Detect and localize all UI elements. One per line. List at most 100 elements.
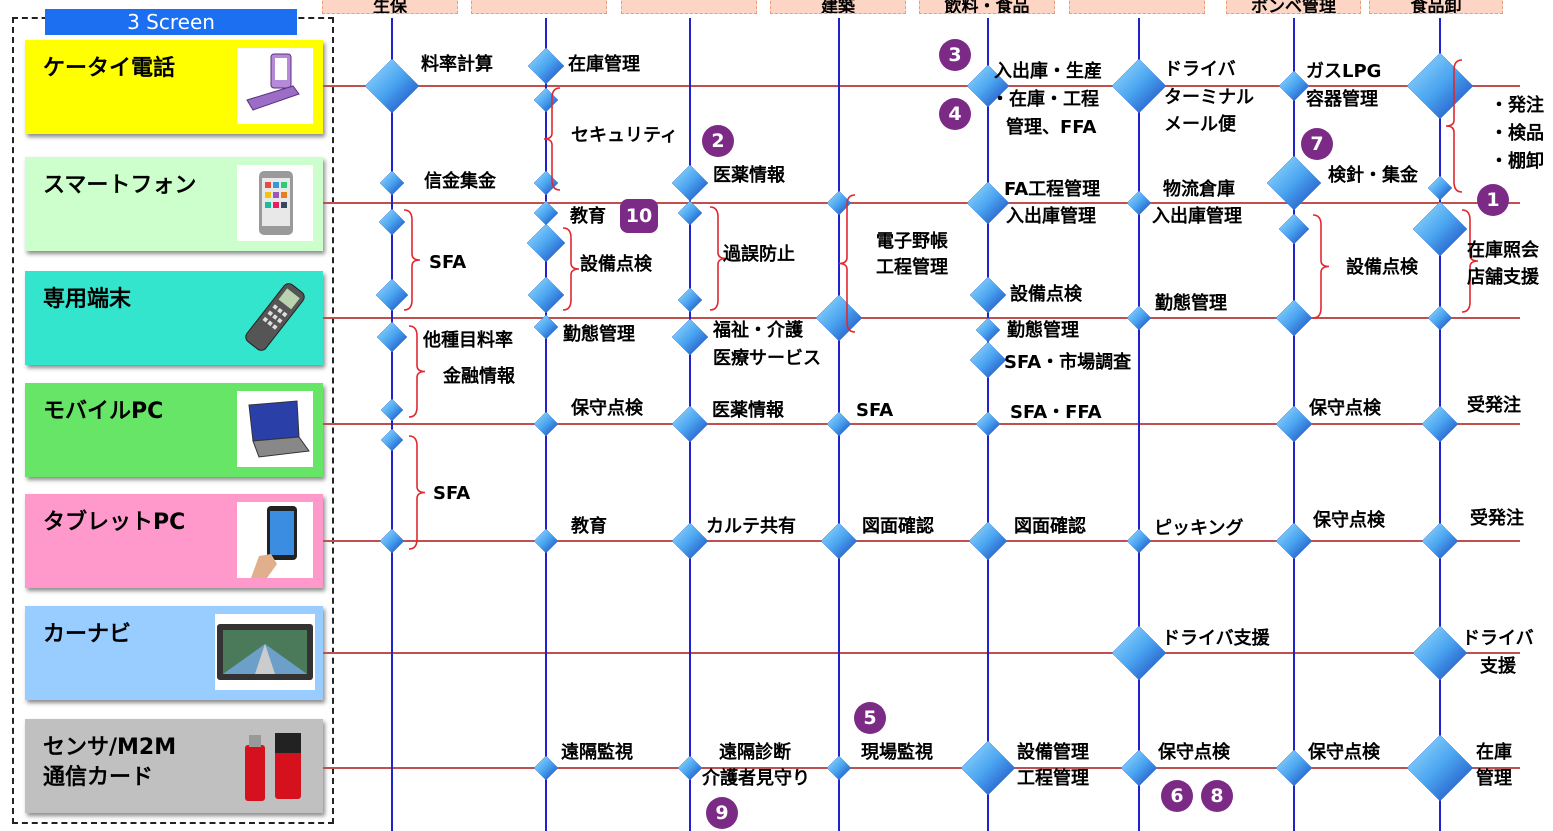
diamond-marker-1 (364, 58, 420, 114)
label-caregiver-watch: 介護者見守り (702, 768, 810, 789)
diamond-marker-33 (969, 276, 1007, 314)
label-container-mgmt: 容器管理 (1306, 89, 1378, 110)
diamond-marker-9 (527, 47, 565, 85)
diamond-marker-17 (533, 528, 559, 554)
diamond-marker-19 (671, 164, 709, 202)
diamond-marker-3 (378, 208, 406, 236)
label-remote-monitoring: 遠隔監視 (561, 742, 633, 763)
diamond-marker-35 (969, 341, 1007, 379)
diamond-marker-2 (379, 170, 405, 196)
diamond-marker-30 (826, 755, 852, 781)
case-badge-9: 9 (706, 797, 738, 829)
diamond-marker-8 (379, 528, 405, 554)
label-credit-collection: 信金集金 (424, 171, 496, 192)
group-brace-1 (403, 209, 421, 311)
diamond-marker-40 (1126, 190, 1152, 216)
device-mobile-pc: モバイルPC (25, 383, 323, 477)
label-maintenance-gas-tablet: 保守点検 (1313, 510, 1385, 531)
device-car-navigation: カーナビ (25, 606, 323, 700)
diamond-marker-47 (1278, 213, 1310, 245)
label-inspection: ・検品 (1490, 123, 1544, 144)
diamond-marker-58 (1412, 625, 1468, 681)
group-brace-6 (709, 206, 727, 311)
group-brace-9 (1445, 59, 1463, 193)
label-process-mgmt-m2m: 工程管理 (1017, 768, 1089, 789)
label-sfa-market: SFA・市場調査 (1004, 352, 1132, 373)
case-badge-4: 4 (939, 98, 971, 130)
label-logistics-warehouse: 物流倉庫 (1163, 179, 1235, 200)
label-site-monitoring: 現場監視 (861, 742, 933, 763)
diamond-marker-14 (527, 276, 565, 314)
industry-header-food-wholesale: 食品卸 (1369, 0, 1503, 14)
label-terminal: ターミナル (1164, 87, 1254, 108)
case-badge-6: 6 (1161, 780, 1193, 812)
diamond-marker-46 (1266, 155, 1322, 211)
diamond-marker-36 (975, 411, 1001, 437)
device-smartphone: スマートフォン (25, 157, 323, 251)
diamond-marker-45 (1278, 70, 1310, 102)
car-navigation-icon (215, 614, 315, 690)
laptop-icon (237, 391, 313, 467)
case-badge-2: 2 (702, 125, 734, 157)
device-name: ケータイ電話 (43, 56, 176, 81)
m2m-card-icon (237, 727, 313, 803)
diamond-marker-51 (1275, 749, 1313, 787)
label-maintenance-gas-pc: 保守点検 (1309, 398, 1381, 419)
label-driver-wholesale: ドライバ (1462, 628, 1534, 649)
device-name: モバイルPC (43, 399, 164, 424)
label-rate-calc: 料率計算 (421, 54, 493, 75)
diamond-marker-44 (1120, 749, 1158, 787)
industry-header-construction: 建築 (770, 0, 906, 14)
label-equipment-check-food: 設備点検 (1010, 284, 1082, 305)
diamond-marker-6 (380, 398, 404, 422)
diamond-marker-50 (1275, 522, 1313, 560)
label-other-rates: 他種目料率 (423, 330, 513, 351)
label-maintenance: 保守点検 (571, 398, 643, 419)
diamond-marker-13 (526, 223, 566, 263)
label-driver-support: ドライバ支援 (1162, 628, 1270, 649)
diamond-marker-22 (671, 318, 709, 356)
diamond-marker-34 (975, 317, 1001, 343)
diamond-marker-31 (966, 64, 1010, 108)
diamond-marker-38 (960, 740, 1016, 796)
industry-header-cylinder: ボンベ管理 (1226, 0, 1361, 14)
label-stock-wholesale: 在庫 (1476, 742, 1512, 763)
device-name: 専用端末 (43, 287, 132, 312)
device-sensor-m2m: センサ/M2M 通信カード (25, 719, 323, 813)
diamond-marker-57 (1421, 522, 1459, 560)
label-inventory-inquiry: 在庫照会 (1467, 240, 1539, 261)
label-support-wholesale: 支援 (1480, 656, 1516, 677)
diamond-marker-55 (1427, 305, 1453, 331)
label-mgmt-wholesale: 管理 (1476, 768, 1512, 789)
group-brace-10 (1461, 209, 1479, 313)
label-mgmt-ffa: 管理、FFA (1006, 117, 1097, 138)
diamond-marker-41 (1126, 305, 1152, 331)
diamond-marker-37 (968, 521, 1008, 561)
label-education-tablet: 教育 (571, 516, 607, 537)
diamond-marker-26 (826, 190, 852, 216)
device-name: カーナビ (43, 622, 132, 647)
label-finance-info: 金融情報 (443, 366, 515, 387)
handheld-terminal-icon (237, 279, 313, 355)
label-medical-service: 医療サービス (713, 348, 821, 369)
label-electronic-fieldbook: 電子野帳 (876, 231, 948, 252)
label-order-receipt-tablet: 受発注 (1470, 508, 1524, 529)
industry-header-3 (621, 0, 757, 14)
group-brace-2 (408, 325, 426, 418)
diamond-marker-59 (1406, 734, 1474, 802)
smartphone-icon (237, 165, 313, 241)
diamond-marker-25 (677, 755, 703, 781)
label-equipment-check-gas: 設備点検 (1346, 257, 1418, 278)
device-feature-phone: ケータイ電話 (25, 40, 323, 134)
diamond-marker-20 (677, 200, 703, 226)
label-inout-mgmt-logistics: 入出庫管理 (1152, 206, 1242, 227)
label-sfa-ffa: SFA・FFA (1010, 402, 1102, 423)
label-order: ・発注 (1490, 95, 1544, 116)
label-security: セキュリティ (571, 125, 678, 146)
label-process-mgmt: 工程管理 (876, 257, 948, 278)
label-welfare-care: 福祉・介護 (713, 320, 803, 341)
diamond-marker-15 (533, 314, 559, 340)
case-badge-10: 10 (620, 199, 658, 233)
label-sfa-construction: SFA (856, 400, 894, 421)
